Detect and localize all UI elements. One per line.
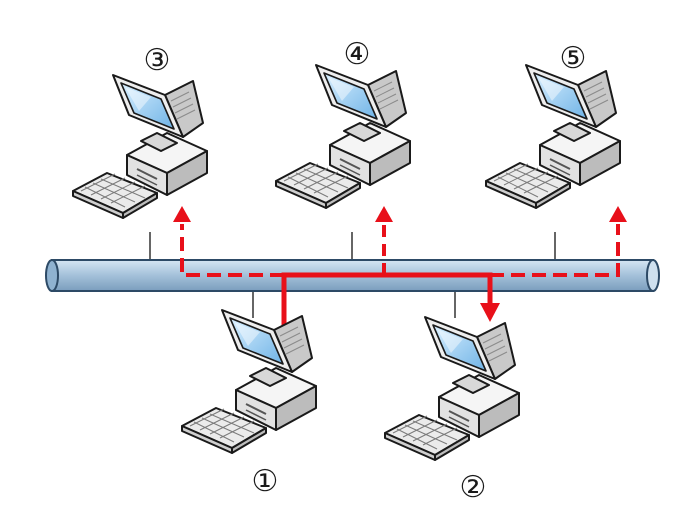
- desktop-computer-icon: [485, 64, 621, 209]
- desktop-computer-icon: [72, 74, 208, 219]
- arrow-to-node-5: [609, 206, 627, 222]
- arrow-to-node-4: [375, 206, 393, 222]
- drop-cables: [149, 232, 556, 318]
- node-label-2: ②: [460, 470, 487, 505]
- signal-paths: [173, 206, 627, 326]
- arrow-to-node-3: [173, 206, 191, 222]
- node-label-5: ⑤: [560, 41, 587, 76]
- arrow-to-receiver-2: [480, 303, 500, 322]
- node-labels: ③ ④ ⑤ ① ②: [144, 37, 587, 505]
- node-label-3: ③: [144, 43, 171, 78]
- desktop-computer-icon: [181, 309, 317, 454]
- desktop-computer-icon: [384, 316, 520, 461]
- desktop-computer-icon: [275, 64, 411, 209]
- broadcast-to-node-5: [490, 224, 620, 277]
- signal-from-sender-1: [281, 272, 493, 326]
- node-label-4: ④: [344, 37, 371, 72]
- node-label-1: ①: [252, 464, 279, 499]
- broadcast-to-node-3: [180, 224, 284, 277]
